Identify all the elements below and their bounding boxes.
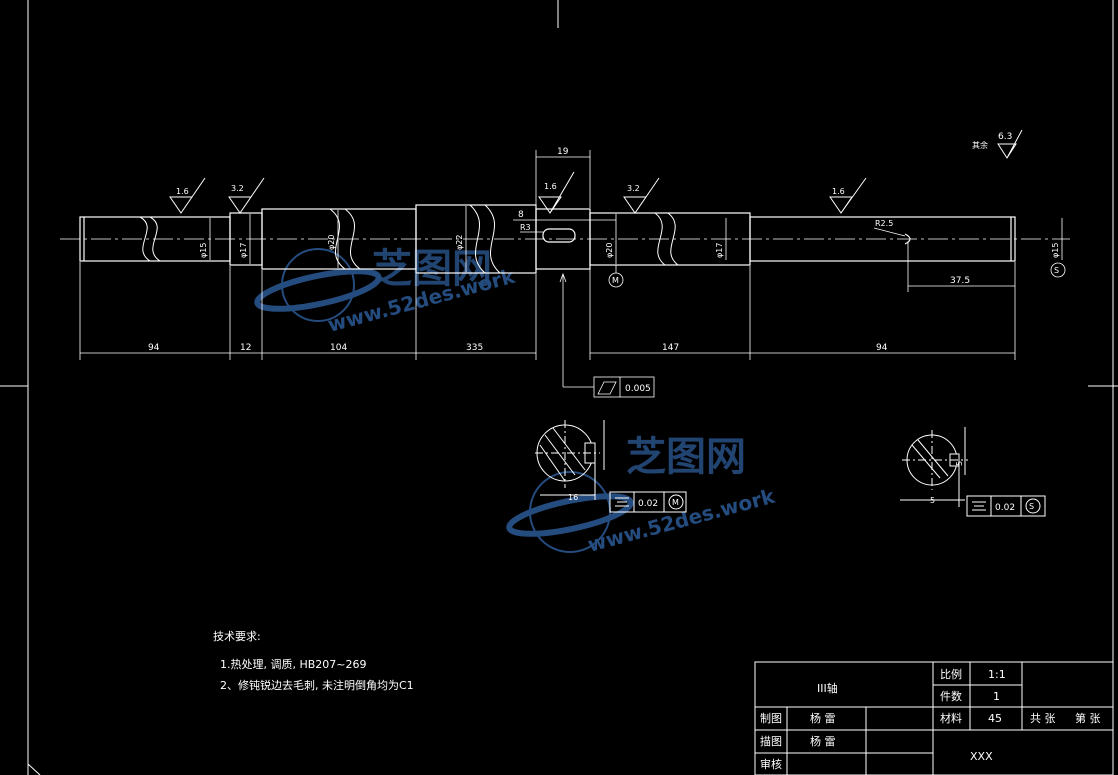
section2-depth: 5 xyxy=(930,496,935,505)
section2-width: 5 xyxy=(955,461,964,466)
tb-checked-label: 审核 xyxy=(760,757,782,771)
diameter-arrows xyxy=(209,206,1063,272)
length-dimension-lines xyxy=(79,150,1016,360)
sym1-value: 0.02 xyxy=(638,499,658,509)
tb-sheet-no: 第 张 xyxy=(1075,711,1101,725)
section1-depth: 16 xyxy=(568,493,578,502)
diameter-d6: φ17 xyxy=(715,243,724,258)
modifier-m-main: M xyxy=(612,276,619,285)
tb-qty-value: 1 xyxy=(993,690,1000,703)
roughness-r1: 1.6 xyxy=(176,187,189,196)
notes-line2: 2、修钝锐边去毛刺, 未注明倒角均为C1 xyxy=(220,678,414,692)
dim-l2: 12 xyxy=(240,343,251,353)
tb-company: XXX xyxy=(970,750,993,763)
runout-value: 0.005 xyxy=(625,384,651,394)
roughness-values: 1.6 3.2 1.6 3.2 1.6 其余 6.3 xyxy=(176,132,1012,196)
title-block-text: III轴 比例 1:1 件数 1 材料 45 共 张 第 张 制图 杨 雷 描图… xyxy=(760,667,1101,771)
runout-leader xyxy=(559,265,655,398)
length-dimensions: 94 12 104 335 147 94 19 8 R3 R2.5 37.5 xyxy=(148,147,970,353)
tb-drawn-label: 制图 xyxy=(760,712,782,725)
notes-line1: 1.热处理, 调质, HB207~269 xyxy=(220,658,367,671)
diameter-d1: φ15 xyxy=(199,243,208,258)
dim-l6: 94 xyxy=(876,343,888,353)
diameter-d2: φ17 xyxy=(239,243,248,258)
dim-groove-radius: R2.5 xyxy=(875,219,893,228)
roughness-r2: 3.2 xyxy=(231,184,244,193)
dim-l5: 147 xyxy=(662,343,679,353)
roughness-symbols xyxy=(169,129,1023,214)
dim-l4: 335 xyxy=(466,343,483,353)
diameter-d3: φ20 xyxy=(327,235,336,250)
dim-key-radius: R3 xyxy=(520,223,531,232)
roughness-r3: 1.6 xyxy=(544,182,557,191)
tb-scale-label: 比例 xyxy=(940,667,962,681)
sym1-mod: M xyxy=(672,498,679,507)
title-block xyxy=(754,661,1114,775)
diameter-d4: φ22 xyxy=(455,235,464,250)
roughness-r5: 1.6 xyxy=(832,187,845,196)
diameter-d5: φ20 xyxy=(605,243,614,258)
tb-traced-name: 杨 雷 xyxy=(810,734,836,748)
sym2-value: 0.02 xyxy=(995,503,1015,513)
dim-key-width: 19 xyxy=(557,147,569,157)
tb-part-name: III轴 xyxy=(817,681,838,695)
dim-l3: 104 xyxy=(330,343,347,353)
sym2-mod: S xyxy=(1029,502,1034,511)
tb-material-label: 材料 xyxy=(940,711,962,725)
notes-title: 技术要求: xyxy=(213,630,261,643)
roughness-other-value: 6.3 xyxy=(998,132,1012,142)
tb-scale-value: 1:1 xyxy=(988,668,1006,681)
diameter-d7: φ15 xyxy=(1051,243,1060,258)
tb-traced-label: 描图 xyxy=(760,734,782,748)
modifier-s-main: S xyxy=(1054,266,1059,275)
tb-drawn-name: 杨 雷 xyxy=(810,711,836,725)
dim-key-depth: 8 xyxy=(518,210,524,220)
section-view-2 xyxy=(900,427,1046,517)
tb-sheets-total: 共 张 xyxy=(1030,712,1056,725)
section-view-1 xyxy=(535,420,687,513)
diameter-labels: φ15 φ17 φ20 φ22 φ20 φ17 φ15 xyxy=(199,235,1060,258)
roughness-r4: 3.2 xyxy=(627,184,640,193)
dim-l1: 94 xyxy=(148,343,160,353)
dim-groove-len: 37.5 xyxy=(950,276,970,286)
technical-notes: 技术要求: 1.热处理, 调质, HB207~269 2、修钝锐边去毛刺, 未注… xyxy=(213,630,414,692)
watermark-cn-2: 芝图网 xyxy=(626,434,746,480)
tb-qty-label: 件数 xyxy=(940,690,962,703)
tb-material-value: 45 xyxy=(988,712,1002,725)
roughness-other-label: 其余 xyxy=(972,140,988,150)
